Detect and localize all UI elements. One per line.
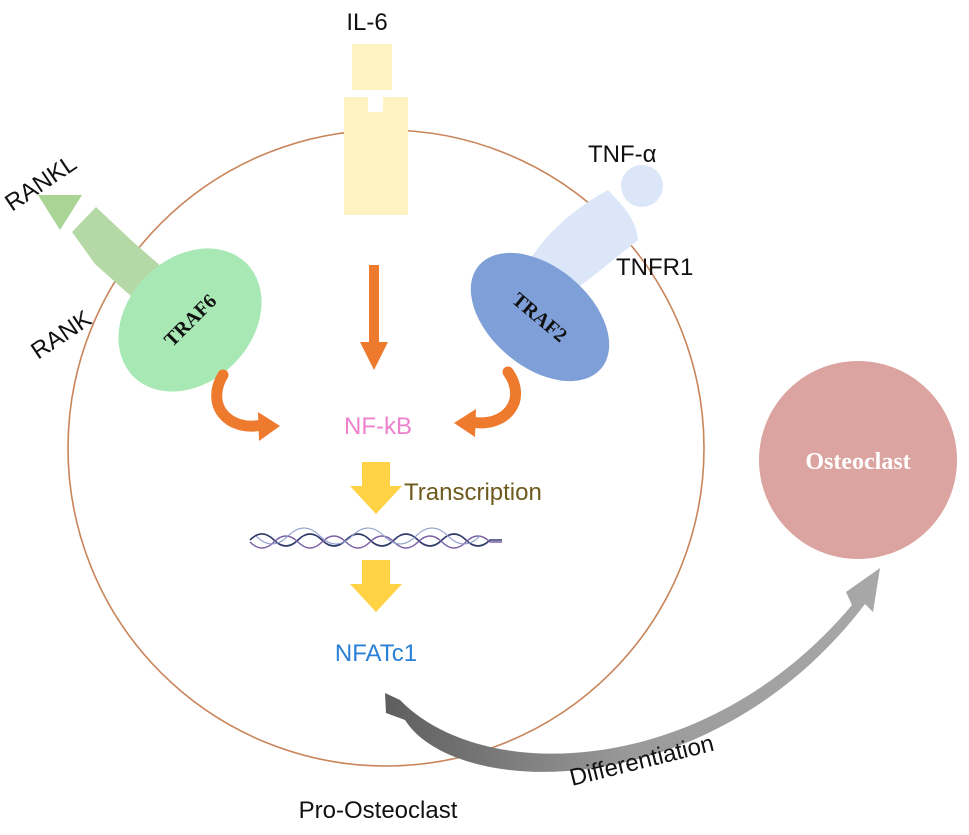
nfkb-label: NF-kB [344,413,412,440]
osteoclast-cell [759,361,957,559]
nfatc1-arrow [350,560,402,612]
il6-receptor [344,97,408,215]
transcription-label: Transcription [404,479,542,506]
il6-ligand [352,44,392,90]
dna-strands [249,527,502,549]
traf2-ellipse [470,252,610,382]
traf2-curved-arrow [454,366,522,437]
rank-label: RANK [26,305,96,365]
differentiation-arrow [385,568,880,772]
nfatc1-label: NFATc1 [335,640,417,667]
traf6-ellipse [118,248,262,392]
traf6-curved-arrow [211,369,280,441]
pro-osteoclast-label: Pro-Osteoclast [299,797,458,824]
osteoclast-label: Osteoclast [805,449,910,475]
il6-label: IL-6 [346,9,387,36]
differentiation-label: Differentiation [567,730,717,792]
tnfr1-label: TNFR1 [616,254,693,281]
il6-to-nfkb-arrow [360,265,388,370]
tnf-alpha-ligand [621,165,663,207]
transcription-arrow [350,462,402,514]
tnf-alpha-label: TNF-α [588,141,657,168]
rankl-ligand [38,195,82,230]
